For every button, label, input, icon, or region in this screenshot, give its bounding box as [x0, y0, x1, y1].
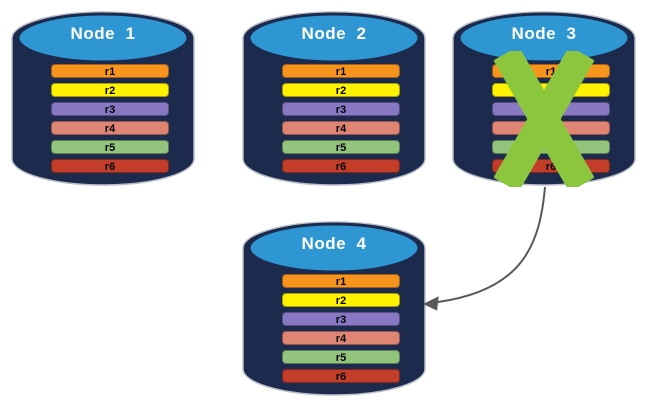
replica-row-r4: r4 — [282, 121, 400, 135]
replica-rows: r1 r2 r3 r4 r5 r6 — [282, 274, 400, 383]
node-title: Node 1 — [70, 24, 136, 43]
replica-row-r1: r1 — [51, 64, 169, 78]
node-4: Node 4 r1 r2 r3 r4 r5 r6 — [238, 215, 430, 397]
replica-row-r1: r1 — [282, 274, 400, 288]
replica-row-r3: r3 — [282, 102, 400, 116]
replica-row-r6: r6 — [51, 159, 169, 173]
replica-row-r3: r3 — [51, 102, 169, 116]
x-mark-icon — [494, 51, 594, 187]
replica-row-r2: r2 — [282, 293, 400, 307]
replica-rows: r1 r2 r3 r4 r5 r6 — [282, 64, 400, 173]
replica-row-r1: r1 — [282, 64, 400, 78]
node-title: Node 2 — [301, 24, 367, 43]
node-title: Node 4 — [301, 234, 367, 253]
replica-row-r5: r5 — [282, 140, 400, 154]
replica-row-r6: r6 — [282, 369, 400, 383]
node-title: Node 3 — [511, 24, 577, 43]
replica-row-r5: r5 — [51, 140, 169, 154]
replica-row-r6: r6 — [282, 159, 400, 173]
replica-row-r2: r2 — [51, 83, 169, 97]
replica-row-r5: r5 — [282, 350, 400, 364]
replica-row-r4: r4 — [51, 121, 169, 135]
node-2: Node 2 r1 r2 r3 r4 r5 r6 — [238, 5, 430, 187]
replica-rows: r1 r2 r3 r4 r5 r6 — [51, 64, 169, 173]
replica-row-r3: r3 — [282, 312, 400, 326]
node-1: Node 1 r1 r2 r3 r4 r5 r6 — [7, 5, 199, 187]
replica-row-r2: r2 — [282, 83, 400, 97]
replica-row-r4: r4 — [282, 331, 400, 345]
node-3: Node 3 r1 r2 r3 r4 r5 r6 — [448, 5, 640, 187]
